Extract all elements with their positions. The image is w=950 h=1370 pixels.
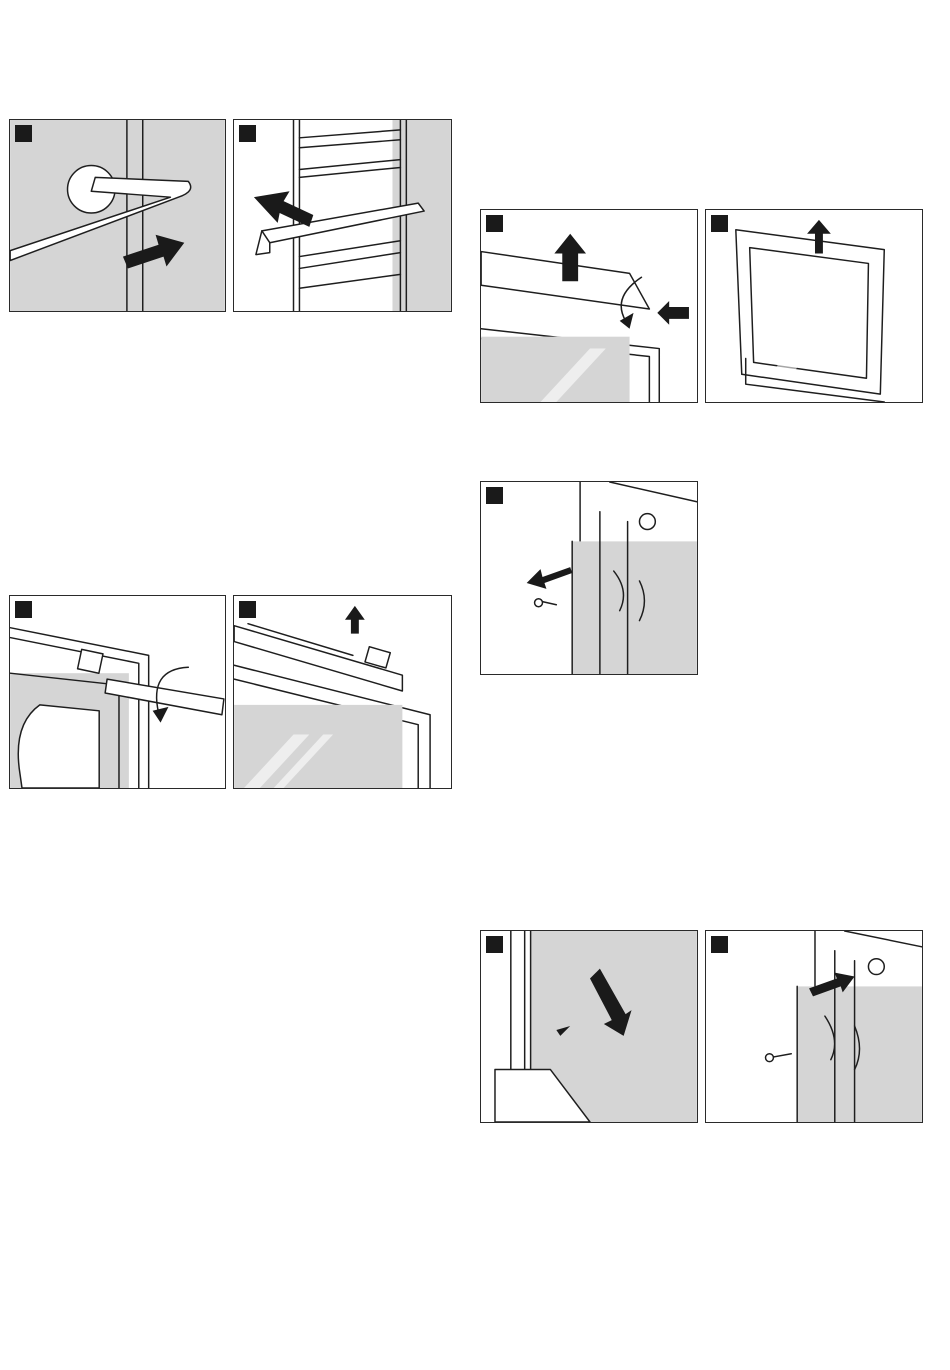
step-marker <box>239 601 256 618</box>
figure-bracket-remove <box>480 481 698 675</box>
rail-unhook-illustration <box>10 120 225 311</box>
figure-hinge-screw-turn <box>9 595 226 789</box>
cover-lift-illustration <box>481 210 697 402</box>
step-marker <box>239 125 256 142</box>
pane-insert-illustration <box>481 931 697 1122</box>
figure-cover-unscrew-lift <box>480 209 698 403</box>
step-marker <box>486 487 503 504</box>
bracket-refit-illustration <box>706 931 922 1122</box>
screwdriver-illustration <box>10 596 225 788</box>
figure-glass-pane-lift <box>705 209 923 403</box>
glass-pane-illustration <box>706 210 922 402</box>
step-marker <box>15 601 32 618</box>
figure-rack-remove <box>233 119 452 312</box>
step-marker <box>486 215 503 232</box>
step-marker <box>711 936 728 953</box>
figure-pane-insert <box>480 930 698 1123</box>
rack-remove-illustration <box>234 120 451 311</box>
figure-trim-lift <box>233 595 452 789</box>
step-marker <box>15 125 32 142</box>
figure-rail-unhook <box>9 119 226 312</box>
step-marker <box>711 215 728 232</box>
bracket-remove-illustration <box>481 482 697 674</box>
trim-lift-illustration <box>234 596 451 788</box>
step-marker <box>486 936 503 953</box>
figure-bracket-refit <box>705 930 923 1123</box>
